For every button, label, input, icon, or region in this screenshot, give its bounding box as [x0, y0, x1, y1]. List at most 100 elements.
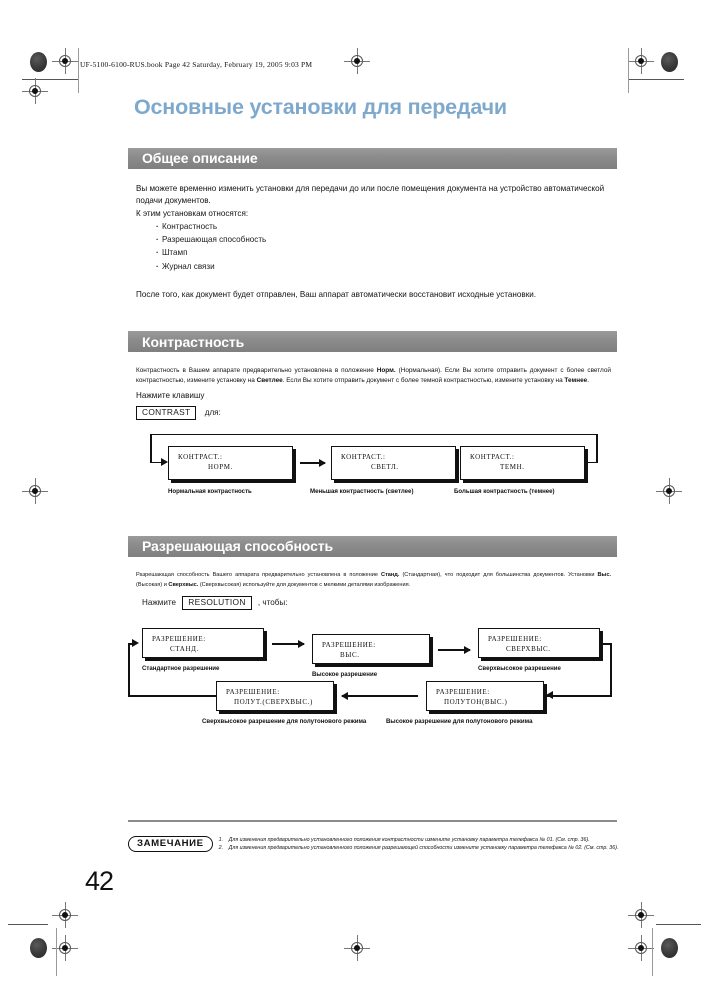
contrast-arrow-1 — [300, 458, 326, 467]
lcd-line-2: НОРМ. — [208, 463, 233, 472]
resolution-arrow-2 — [438, 646, 471, 655]
lcd-line-1: РАЗРЕШЕНИЕ: — [322, 641, 376, 650]
contrast-loop-arrow-head — [161, 457, 168, 466]
lcd-line-2: СВЕРХВЫС. — [506, 645, 551, 654]
page-content: Основные установки для передачи Общее оп… — [128, 95, 617, 749]
trim-line-vert-bottom-right — [652, 928, 653, 976]
resolution-press-prefix: Нажмите — [142, 598, 176, 608]
contrast-key-suffix: для: — [204, 408, 221, 418]
note-block: ЗАМЕЧАНИЕ 1. Для изменения предварительн… — [128, 836, 620, 852]
section-header-contrast: Контрастность — [128, 331, 617, 353]
contrast-text-4: . — [587, 377, 589, 385]
resolution-wire-left-bottom — [128, 695, 216, 697]
list-item: Контрастность — [156, 220, 617, 233]
lcd-line-1: КОНТРАСТ.: — [341, 452, 386, 461]
lcd-line-1: КОНТРАСТ.: — [470, 452, 515, 461]
note-divider-rule — [128, 820, 617, 822]
page-title: Основные установки для передачи — [134, 95, 507, 119]
lcd-line-2: ВЫС. — [340, 651, 360, 660]
lcd-line-1: РАЗРЕШЕНИЕ: — [226, 688, 280, 697]
section-title-resolution: Разрешающая способность — [142, 538, 334, 555]
resolution-text-4: (Сверхвысокая) используйте для документо… — [198, 581, 411, 588]
print-blob-top-right — [661, 52, 678, 72]
lcd-line-2: ПОЛУТ.(СВЕРХВЫС.) — [234, 698, 313, 707]
contrast-loop-left-stub — [150, 461, 162, 464]
resolution-arrow-3 — [341, 692, 418, 701]
note-item-text: Для изменения предварительно установленн… — [228, 845, 619, 852]
contrast-key-button[interactable]: CONTRAST — [136, 406, 197, 420]
overview-paragraph-1: Вы можете временно изменить установки дл… — [136, 183, 605, 206]
overview-bullet-list: Контрастность Разрешающая способность Шт… — [128, 220, 617, 272]
resolution-text-2: (Стандартная), что подходит для большинс… — [399, 571, 598, 578]
lcd-resolution-standard: РАЗРЕШЕНИЕ: СТАНД. — [142, 628, 264, 659]
resolution-wire-right-bottom — [546, 695, 612, 697]
section-title-overview: Общее описание — [142, 150, 258, 167]
lcd-resolution-superhigh: РАЗРЕШЕНИЕ: СВЕРХВЫС. — [478, 628, 600, 659]
resolution-key-row: Нажмите RESOLUTION , чтобы: — [128, 596, 617, 611]
lcd-contrast-normal: КОНТРАСТ.: НОРМ. — [168, 445, 293, 480]
resolution-wire-left-vert — [128, 643, 130, 697]
registration-mark-bottom-left — [52, 902, 78, 928]
resolution-text-3: (Высокая) и — [136, 581, 169, 588]
list-item: Штамп — [156, 246, 617, 259]
resolution-press-suffix: , чтобы: — [257, 598, 288, 608]
note-badge: ЗАМЕЧАНИЕ — [128, 836, 213, 852]
registration-mark-right-middle — [656, 478, 682, 504]
registration-mark-top-right — [628, 48, 654, 74]
print-blob-bottom-right — [661, 938, 678, 958]
note-item: 1. Для изменения предварительно установл… — [219, 836, 620, 844]
lcd-line-2: ПОЛУТОН(ВЫС.) — [444, 698, 508, 707]
page-number: 42 — [85, 866, 114, 896]
caption-resolution-high: Высокое разрешение — [312, 671, 378, 679]
lcd-resolution-halftone-high: РАЗРЕШЕНИЕ: ПОЛУТОН(ВЫС.) — [426, 681, 544, 712]
caption-resolution-halftone-superhigh: Сверхвысокое разрешение для полутонового… — [202, 718, 367, 726]
contrast-text-2: (Нормальная). Если Вы хотите отправить д… — [136, 367, 611, 385]
registration-mark-left-upper — [22, 78, 48, 104]
contrast-bold-darker: Темнее — [564, 377, 588, 385]
note-item: 2. Для изменения предварительно установл… — [219, 844, 620, 852]
print-blob-bottom-left — [30, 938, 47, 958]
caption-contrast-light: Меньшая контрастность (светлее) — [310, 487, 414, 495]
note-item-number: 2. — [218, 845, 224, 852]
overview-paragraph-3: После того, как документ будет отправлен… — [136, 289, 537, 299]
lcd-line-1: РАЗРЕШЕНИЕ: — [436, 688, 490, 697]
registration-mark-top-left — [52, 48, 78, 74]
trim-line-bottom-left — [8, 924, 48, 925]
overview-paragraph-2: К этим установкам относятся: — [136, 208, 249, 218]
print-blob-top-left — [30, 52, 47, 72]
lcd-resolution-high: РАЗРЕШЕНИЕ: ВЫС. — [312, 634, 430, 665]
contrast-flow-diagram: КОНТРАСТ.: НОРМ. Нормальная контрастност… — [128, 432, 617, 514]
caption-contrast-normal: Нормальная контрастность — [168, 487, 252, 495]
contrast-bold-lighter: Светлее — [256, 377, 283, 385]
contrast-loop-left-vert — [150, 433, 152, 463]
resolution-bold-high: Выс. — [597, 571, 611, 578]
resolution-arrow-1 — [272, 640, 305, 649]
lcd-contrast-dark: КОНТРАСТ.: ТЕМН. — [460, 445, 585, 480]
contrast-loop-right-vert — [596, 433, 598, 463]
contrast-loop-top — [150, 433, 598, 436]
registration-mark-right-lower — [628, 935, 654, 961]
lcd-contrast-light: КОНТРАСТ.: СВЕТЛ. — [331, 445, 456, 480]
lcd-line-2: СВЕТЛ. — [371, 463, 399, 472]
resolution-text-1: Разрешающая способность Вашего аппарата … — [136, 571, 382, 578]
caption-resolution-standard: Стандартное разрешение — [142, 665, 220, 673]
contrast-loop-right-stub — [584, 461, 598, 464]
lcd-resolution-halftone-superhigh: РАЗРЕШЕНИЕ: ПОЛУТ.(СВЕРХВЫС.) — [216, 681, 334, 712]
registration-mark-top-center — [344, 48, 370, 74]
trim-line-top-left — [22, 79, 78, 80]
caption-resolution-halftone-high: Высокое разрешение для полутонового режи… — [386, 718, 533, 726]
caption-resolution-superhigh: Сверхвысокое разрешение — [478, 665, 561, 673]
note-items: 1. Для изменения предварительно установл… — [213, 836, 620, 852]
running-header: UF-5100-6100-RUS.book Page 42 Saturday, … — [80, 60, 313, 69]
contrast-press-key-line: Нажмите клавишу — [136, 390, 205, 400]
lcd-line-2: ТЕМН. — [500, 463, 525, 472]
resolution-flow-diagram: РАЗРЕШЕНИЕ: СТАНД. Стандартное разрешени… — [128, 624, 617, 749]
resolution-key-button[interactable]: RESOLUTION — [182, 596, 252, 611]
resolution-arrow-head-right — [546, 691, 553, 700]
trim-line-vert-right — [628, 48, 629, 93]
caption-contrast-dark: Большая контрастность (темнее) — [454, 487, 555, 495]
section-title-contrast: Контрастность — [142, 333, 245, 350]
lcd-line-1: РАЗРЕШЕНИЕ: — [488, 635, 542, 644]
resolution-wire-right-vert — [610, 643, 612, 697]
registration-mark-bottom-right — [628, 902, 654, 928]
